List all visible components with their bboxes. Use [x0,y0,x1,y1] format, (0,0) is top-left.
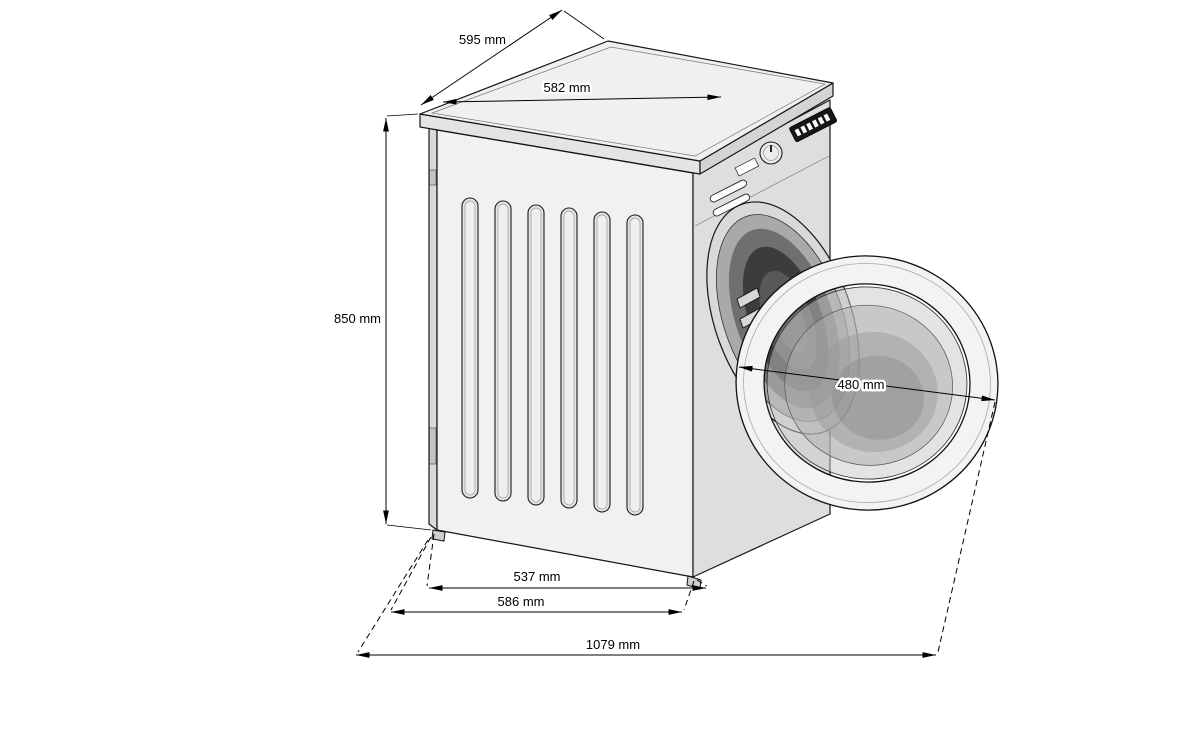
left-foot [431,529,446,542]
side-panel-groove [527,204,545,506]
washing-machine [419,40,999,590]
side-panel-groove [593,211,611,513]
side-panel-groove [626,214,644,516]
dimension-line [442,94,722,105]
control-button [734,157,760,177]
extension-line-dashed [696,579,708,587]
extension-line [386,524,432,531]
dimension-label-base-width: 586 mm [498,594,545,609]
extension-line-dashed [937,401,996,653]
control-display [789,107,837,142]
left-edge-detail [429,169,437,186]
dimension-height: 850 mm [332,117,389,524]
dimension-base-width: 586 mm [390,592,682,615]
dimension-line [738,365,996,402]
dimension-top-depth: 582 mm [442,78,722,105]
extension-line [386,113,419,117]
extension-line-dashed [426,533,435,587]
dimension-label-door-diameter: 480 mm [838,377,885,392]
extension-line-dashed [390,536,432,611]
dimension-label-overall-depth: 1079 mm [586,637,640,652]
dimension-base-depth: 537 mm [428,567,706,591]
side-panel-groove [494,200,512,502]
side-panel-groove [560,207,578,509]
side-panel-grooves [461,197,644,516]
dimension-label-base-depth: 537 mm [514,569,561,584]
dimensions: 595 mm 582 mm 850 mm 480 mm 537 mm 586 m… [332,9,996,658]
dimension-line [420,9,563,106]
control-knob [759,141,783,165]
dimension-overall-depth: 1079 mm [355,635,936,658]
extension-line-dashed [357,539,429,653]
dimension-top-width: 595 mm [420,9,563,106]
extension-line [563,10,605,40]
dimension-label-top-width: 595 mm [459,32,506,47]
dimension-door-diameter: 480 mm [738,365,996,402]
dimension-label-top-depth: 582 mm [544,80,591,95]
left-edge-strip [428,127,438,531]
left-edge-detail [429,427,437,465]
side-panel-groove [461,197,479,499]
dimension-label-height: 850 mm [334,311,381,326]
